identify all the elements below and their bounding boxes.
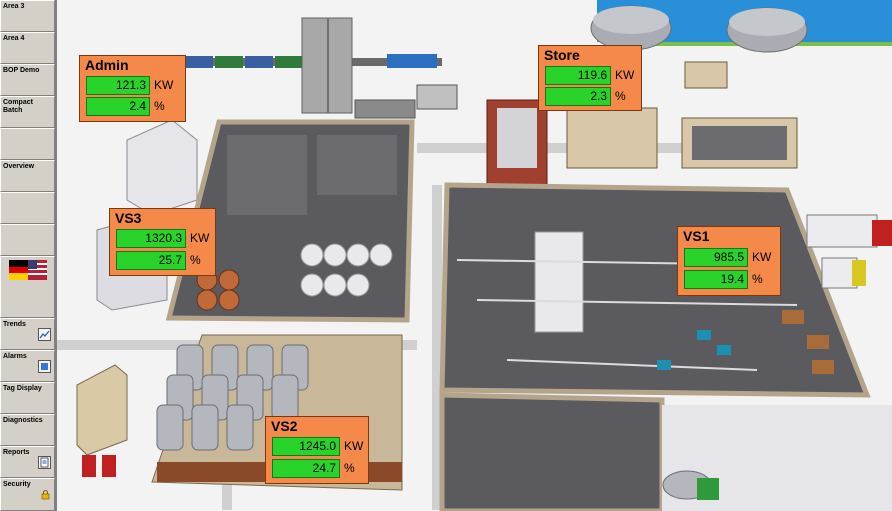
power-unit: KW — [752, 250, 772, 264]
nav-reports-button[interactable]: Reports — [0, 446, 55, 478]
nav-alarms-button[interactable]: Alarms — [0, 350, 55, 382]
vs1-info-panel[interactable]: VS1 985.5 KW 19.4 % — [677, 226, 781, 296]
power-unit: KW — [344, 439, 364, 453]
navigation-sidebar: Area 3 Area 4 BOP Demo Compact Batch Ove… — [0, 0, 57, 511]
lower-building — [439, 392, 892, 511]
power-value: 1245.0 — [272, 437, 340, 456]
percent-unit: % — [154, 99, 165, 113]
power-value: 985.5 — [684, 248, 748, 267]
nav-label: Tag Display — [3, 385, 42, 392]
nav-label: Alarms — [3, 353, 27, 360]
plant-illustration — [57, 0, 892, 511]
trucks — [806, 214, 892, 289]
flag-icon — [9, 260, 47, 280]
panel-title: Admin — [85, 57, 129, 73]
power-unit: KW — [154, 78, 174, 92]
nav-compact-batch-button[interactable]: Compact Batch — [0, 96, 55, 128]
vs2-info-panel[interactable]: VS2 1245.0 KW 24.7 % — [265, 416, 369, 484]
nav-diagnostics-button[interactable]: Diagnostics — [0, 414, 55, 446]
nav-area-4-button[interactable]: Area 4 — [0, 32, 55, 64]
storage-tanks — [590, 5, 808, 89]
report-icon — [38, 456, 51, 469]
nav-overview-button[interactable]: Overview — [0, 160, 55, 192]
percent-unit: % — [344, 461, 355, 475]
percent-unit: % — [615, 89, 626, 103]
nav-bop-demo-button[interactable]: BOP Demo — [0, 64, 55, 96]
lock-icon — [40, 489, 51, 500]
percent-value: 19.4 — [684, 270, 748, 289]
nav-security-button[interactable]: Security — [0, 478, 55, 511]
nav-label: Area 4 — [3, 35, 25, 42]
power-unit: KW — [190, 231, 210, 245]
nav-empty-button-3[interactable] — [0, 224, 55, 256]
vs1-building — [439, 182, 871, 398]
utility-building — [681, 117, 798, 169]
power-value: 121.3 — [86, 76, 150, 95]
power-value: 1320.3 — [116, 229, 186, 248]
panel-title: Store — [544, 47, 580, 63]
nav-tag-display-button[interactable]: Tag Display — [0, 382, 55, 414]
nav-label: Area 3 — [3, 3, 25, 10]
percent-value: 24.7 — [272, 459, 340, 478]
nav-label: Overview — [3, 163, 35, 170]
percent-unit: % — [190, 253, 201, 267]
percent-value: 25.7 — [116, 251, 186, 270]
plant-overview-scene: Admin 121.3 KW 2.4 % Store 119.6 KW 2.3 … — [57, 0, 892, 511]
power-unit: KW — [615, 68, 635, 82]
percent-value: 2.4 — [86, 97, 150, 116]
nav-label: Security — [3, 481, 31, 488]
nav-area-3-button[interactable]: Area 3 — [0, 0, 55, 32]
language-button[interactable] — [0, 256, 55, 318]
panel-title: VS1 — [683, 228, 710, 244]
nav-label: Trends — [3, 321, 26, 328]
trend-chart-icon — [38, 328, 51, 341]
percent-value: 2.3 — [545, 87, 611, 106]
panel-title: VS3 — [115, 210, 142, 226]
nav-empty-button-2[interactable] — [0, 192, 55, 224]
vs3-info-panel[interactable]: VS3 1320.3 KW 25.7 % — [109, 208, 216, 276]
loading-dock — [76, 364, 128, 477]
store-building — [486, 99, 658, 186]
silo-tower — [301, 17, 458, 119]
nav-label: Reports — [3, 449, 30, 456]
nav-trends-button[interactable]: Trends — [0, 318, 55, 350]
nav-empty-button-1[interactable] — [0, 128, 55, 160]
admin-info-panel[interactable]: Admin 121.3 KW 2.4 % — [79, 55, 186, 122]
nav-label: BOP Demo — [3, 67, 40, 74]
power-value: 119.6 — [545, 66, 611, 85]
percent-unit: % — [752, 272, 763, 286]
alarm-icon — [38, 360, 51, 373]
nav-label: Diagnostics — [3, 417, 43, 424]
panel-title: VS2 — [271, 418, 298, 434]
store-info-panel[interactable]: Store 119.6 KW 2.3 % — [538, 45, 642, 111]
nav-label: Compact Batch — [3, 99, 33, 114]
